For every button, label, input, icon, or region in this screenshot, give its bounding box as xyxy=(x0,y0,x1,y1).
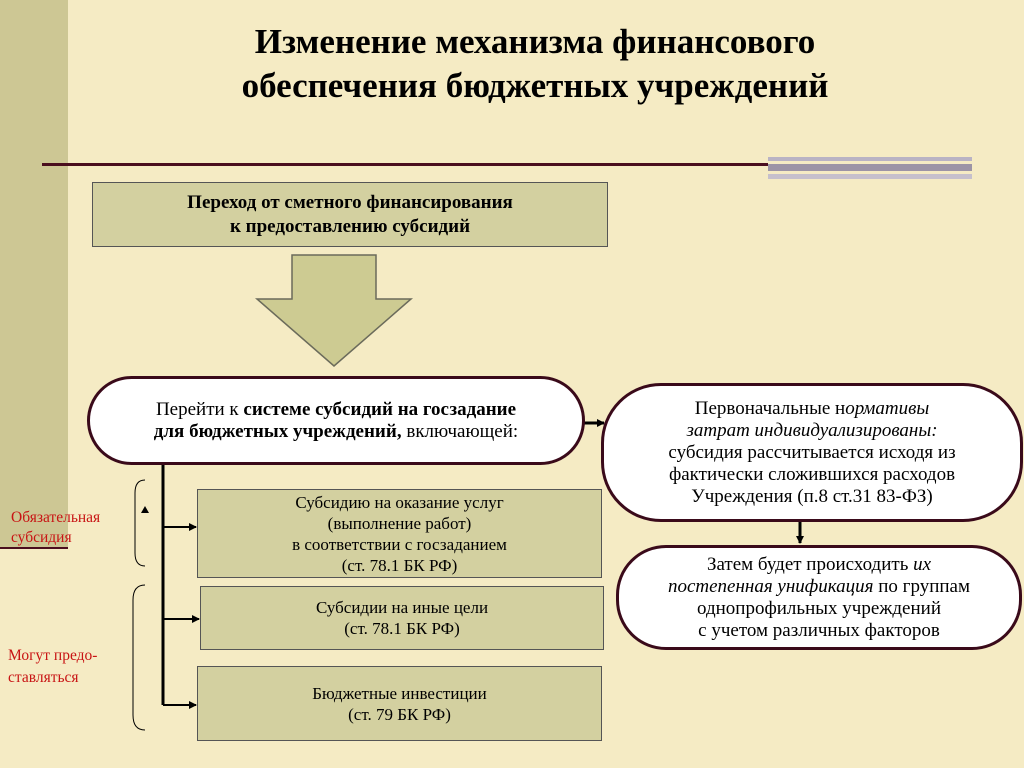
small-triangle-marker xyxy=(141,506,149,513)
norms-part-1: Первоначальные н xyxy=(694,397,846,419)
subsidy-1-line-2: (выполнение работ) xyxy=(327,513,472,533)
transition-box: Переход от сметного финансирования к пре… xyxy=(92,182,608,247)
label-optional-subsidies: Могут предо- ставляться xyxy=(8,645,97,689)
label-mandatory-subsidy: Обязательная субсидия xyxy=(11,508,100,548)
transition-line-1: Переход от сметного финансирования xyxy=(187,191,513,213)
subsidy-3-line-2: (ст. 79 БК РФ) xyxy=(348,704,451,724)
unif-line-3: однопрофильных учреждений xyxy=(697,597,941,619)
brace-optional xyxy=(132,584,146,731)
norms-line-5: Учреждения (п.8 ст.31 83-ФЗ) xyxy=(691,485,933,507)
subsidy-2-line-1: Субсидии на иные цели xyxy=(315,598,489,617)
title-divider xyxy=(42,163,812,166)
unif-part-4: по группам xyxy=(873,575,971,597)
unif-part-3: постепенная унификация xyxy=(667,575,874,597)
down-arrow-shape xyxy=(254,254,414,367)
subsidy-3-line-1: Бюджетные инвестиции xyxy=(312,683,487,703)
subsidy-1-line-3: в соответствии с госзаданием xyxy=(292,534,507,554)
sidebar-accent-line xyxy=(0,547,68,549)
main-oval-part-2: системе субсидий на госзадание xyxy=(243,398,517,420)
subsidy-box-other-purposes: Субсидии на иные цели (ст. 78.1 БК РФ) xyxy=(200,586,604,650)
title-line-2: обеспечения бюджетных учреждений xyxy=(241,66,829,105)
subsidy-system-oval: Перейти к системе субсидий на госзадание… xyxy=(87,376,585,465)
mandatory-line-1: Обязательная xyxy=(11,509,101,526)
unif-line-4: с учетом различных факторов xyxy=(698,619,940,641)
decorative-stripes xyxy=(768,157,972,179)
main-oval-part-1: Перейти к xyxy=(155,398,244,420)
optional-line-1: Могут предо- xyxy=(8,647,98,664)
subsidy-box-state-task: Субсидию на оказание услуг (выполнение р… xyxy=(197,489,602,578)
left-sidebar-band xyxy=(0,0,68,548)
page-title: Изменение механизма финансового обеспече… xyxy=(150,20,920,108)
title-line-1: Изменение механизма финансового xyxy=(254,22,816,61)
mandatory-line-2: субсидия xyxy=(11,529,72,546)
transition-line-2: к предоставлению субсидий xyxy=(229,215,471,237)
norms-line-4: фактически сложившихся расходов xyxy=(668,463,956,485)
norms-part-3: затрат индивидуализированы: xyxy=(686,419,938,441)
subsidy-1-line-4: (ст. 78.1 БК РФ) xyxy=(341,555,458,575)
optional-line-2: ставляться xyxy=(8,669,79,686)
individual-norms-oval: Первоначальные нормативы затрат индивиду… xyxy=(601,383,1023,522)
subsidy-box-investments: Бюджетные инвестиции (ст. 79 БК РФ) xyxy=(197,666,602,741)
subsidy-2-line-2: (ст. 78.1 БК РФ) xyxy=(344,619,460,638)
main-oval-part-4: включающей: xyxy=(401,420,519,442)
norms-line-3: субсидия рассчитывается исходя из xyxy=(668,441,956,463)
unif-part-2: их xyxy=(913,553,932,575)
subsidy-1-line-1: Субсидию на оказание услуг xyxy=(295,492,504,512)
unification-oval: Затем будет происходить их постепенная у… xyxy=(616,545,1022,650)
norms-part-2: ормативы xyxy=(845,397,930,419)
unif-part-1: Затем будет происходить xyxy=(706,553,914,575)
main-oval-part-3: для бюджетных учреждений, xyxy=(153,420,402,442)
brace-mandatory xyxy=(134,479,146,567)
